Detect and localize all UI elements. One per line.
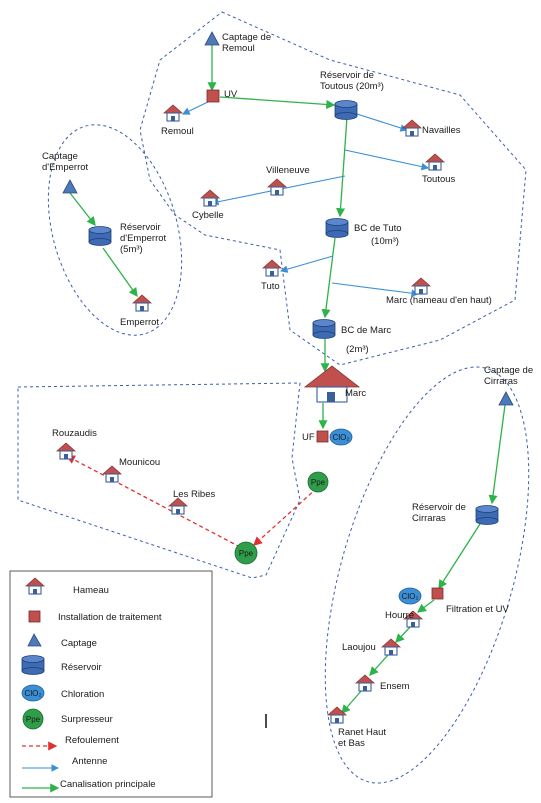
hameau-marc-icon	[303, 365, 361, 403]
reservoir-icon	[312, 319, 336, 339]
svg-text:ClO₂: ClO₂	[333, 433, 350, 442]
label-emperrot: Emperrot	[120, 317, 159, 328]
label-bc-tuto: BC de Tuto	[354, 223, 402, 234]
label-rouzaudis: Rouzaudis	[52, 428, 97, 439]
label-filtration-uv: Filtration et UV	[446, 604, 509, 615]
main-pipes	[69, 45, 506, 714]
label-laoujou: Laoujou	[342, 642, 376, 653]
label-cybelle: Cybelle	[192, 210, 224, 221]
chloration-icon: ClO₂	[329, 428, 353, 446]
captage-icon	[204, 31, 220, 46]
label-hourre: Hourré	[385, 610, 414, 621]
legend-label: Hameau	[73, 585, 109, 596]
label-navailles: Navailles	[422, 125, 461, 136]
label-bc-marc: BC de Marc	[341, 325, 391, 336]
hameau-icon	[200, 189, 220, 207]
svg-text:Ppe: Ppe	[26, 715, 41, 724]
label-ensem: Ensem	[380, 681, 410, 692]
reservoir-icon	[334, 100, 358, 120]
legend-label: Installation de traitement	[58, 612, 162, 623]
zone-rouzaudis	[17, 382, 301, 579]
label-tuto: Tuto	[261, 281, 280, 292]
legend-label: Réservoir	[61, 662, 102, 673]
svg-text:Ppe: Ppe	[311, 478, 326, 487]
treatment-icon	[206, 89, 220, 103]
label-uf: UF	[302, 432, 315, 443]
hameau-icon	[132, 294, 152, 312]
surpresseur-icon: Ppe	[234, 541, 258, 565]
legend-label: Antenne	[72, 756, 107, 767]
chloration-icon: ClO₂	[21, 684, 45, 702]
legend-label: Chloration	[61, 689, 104, 700]
treatment-icon	[431, 587, 444, 600]
hameau-icon	[355, 674, 375, 692]
legend-label: Surpresseur	[61, 714, 113, 725]
label-marc: Marc	[345, 388, 366, 399]
label-remoul: Remoul	[161, 126, 194, 137]
zone-cirraras	[324, 366, 530, 784]
reservoir-icon	[88, 226, 112, 246]
hameau-icon	[267, 178, 287, 196]
reservoir-icon	[475, 505, 499, 525]
reservoir-icon	[21, 655, 45, 675]
label-villeneuve: Villeneuve	[266, 165, 310, 176]
hameau-icon	[262, 259, 282, 277]
hameau-icon	[102, 465, 122, 483]
refoulement-pipes	[65, 455, 318, 548]
legend-label: Canalisation principale	[60, 779, 156, 790]
zone-remoul-toutous	[139, 11, 527, 366]
treatment-icon	[28, 610, 41, 623]
hameau-icon	[402, 119, 422, 137]
surpresseur-icon: Ppe	[307, 471, 329, 493]
surpresseur-icon: Ppe	[22, 708, 44, 730]
label-toutous: Toutous	[422, 174, 456, 185]
hameau-icon	[411, 277, 431, 295]
legend-label: Refoulement	[65, 735, 119, 746]
label-bc-tuto-vol: (10m³)	[371, 236, 399, 247]
label-marc-haut: Marc (hameau d'en haut)	[386, 295, 492, 306]
label-bc-marc-vol: (2m³)	[346, 344, 369, 355]
legend: Hameau Installation de traitement Captag…	[9, 570, 213, 798]
label-uv: UV	[224, 89, 238, 100]
hameau-icon	[163, 104, 183, 122]
captage-icon	[62, 179, 78, 194]
captage-icon	[27, 633, 42, 647]
hameau-icon	[327, 706, 347, 724]
label-mounicou: Mounicou	[119, 457, 160, 468]
legend-label: Captage	[61, 638, 97, 649]
hameau-icon	[168, 497, 188, 515]
svg-text:ClO₂: ClO₂	[402, 592, 419, 601]
svg-text:ClO₂: ClO₂	[25, 689, 42, 698]
svg-text:Ppe: Ppe	[239, 549, 254, 558]
hameau-icon	[425, 153, 445, 171]
chloration-icon: ClO₂	[398, 587, 422, 605]
treatment-icon	[316, 430, 329, 443]
zone-emperrot	[47, 124, 183, 336]
reservoir-icon	[325, 218, 349, 238]
hameau-icon	[56, 442, 76, 460]
antenna-pipes	[182, 99, 430, 297]
captage-icon	[498, 391, 514, 406]
label-les-ribes: Les Ribes	[173, 489, 215, 500]
